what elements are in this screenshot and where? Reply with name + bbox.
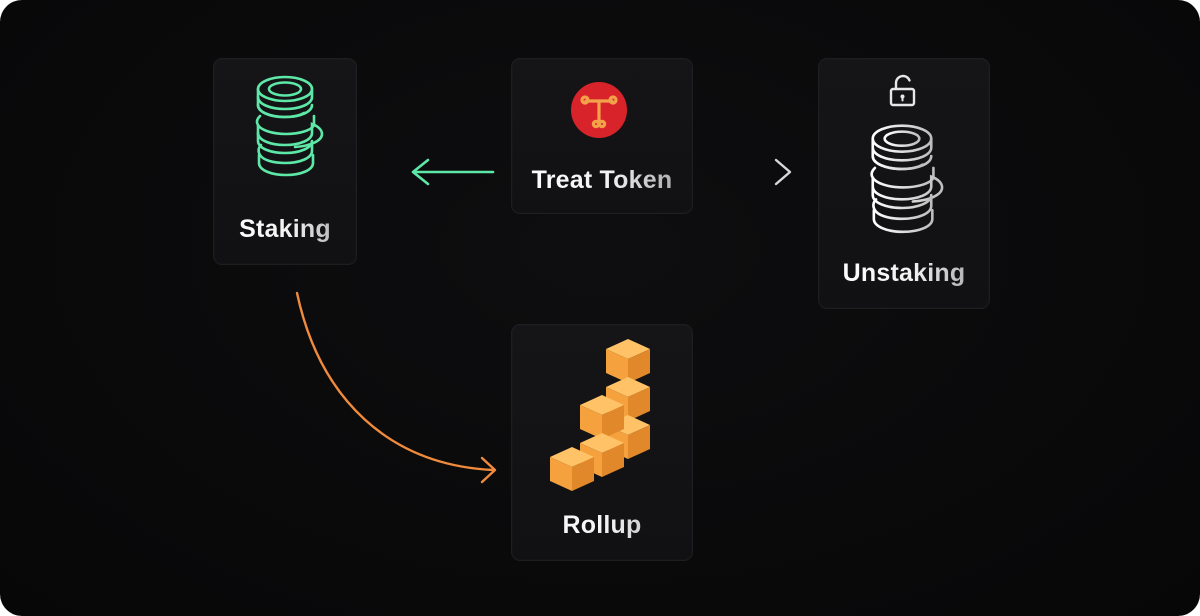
unstaking-label: Unstaking [819, 259, 989, 288]
cube [606, 339, 650, 383]
treat-token-logo [571, 82, 627, 138]
unlock-icon [889, 74, 916, 107]
staking-label: Staking [214, 215, 356, 244]
green-coin-stack-icon [255, 75, 324, 177]
arrow-token-to-unstaking [708, 158, 792, 186]
rollup-card[interactable]: Rollup [511, 324, 693, 561]
orange-cubes-icon [550, 339, 650, 491]
staking-card[interactable]: Staking [213, 58, 357, 265]
arrow-token-to-staking [411, 158, 495, 186]
treat-token-label: Treat Token [512, 166, 692, 195]
arrow-staking-to-rollup [295, 291, 497, 484]
treat-token-card[interactable]: Treat Token [511, 58, 693, 214]
rollup-label: Rollup [512, 511, 692, 540]
unstaking-card[interactable]: Unstaking [818, 58, 990, 309]
white-coin-stack-icon [870, 124, 944, 234]
